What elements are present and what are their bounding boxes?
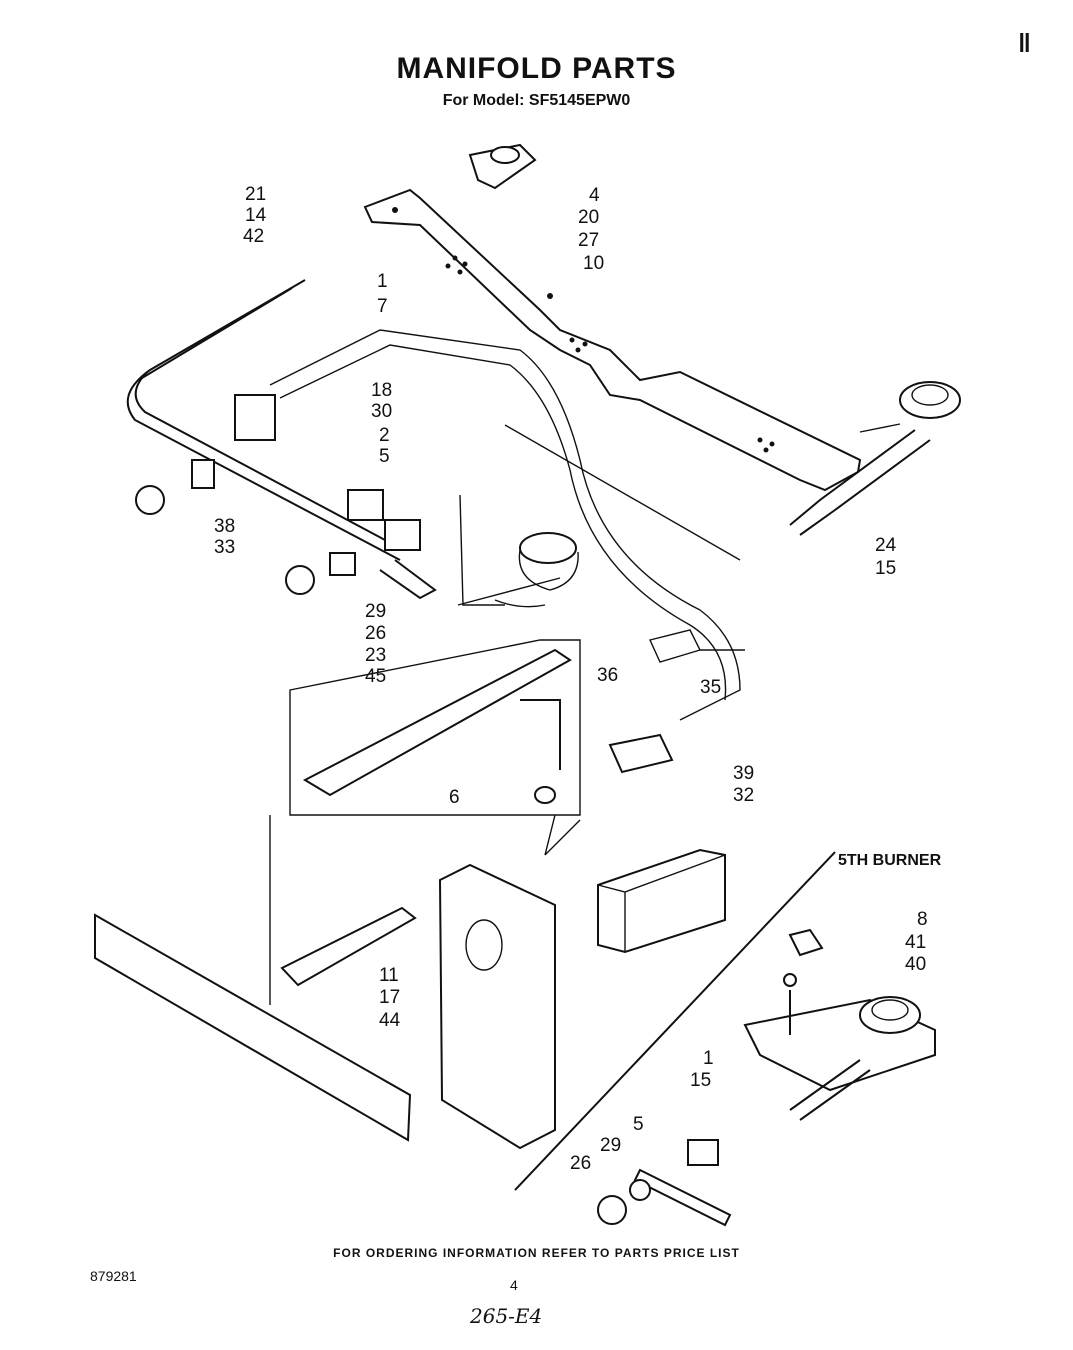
manifold-bracket: [363, 188, 862, 492]
callout-29-upper: 29: [365, 601, 387, 622]
callout-6: 6: [449, 787, 460, 808]
callout-4: 4: [589, 185, 600, 206]
manifold-pipe: [126, 279, 401, 561]
callout-1-lower: 1: [703, 1048, 714, 1069]
callout-40: 40: [905, 954, 927, 975]
right-burner: [789, 381, 961, 536]
callout-33: 33: [214, 537, 236, 558]
callout-39: 39: [733, 763, 755, 784]
callout-14: 14: [245, 205, 267, 226]
bottom-panel-44: [94, 913, 412, 1142]
callout-1-upper: 1: [377, 271, 388, 292]
slide-bracket-17: [280, 906, 417, 987]
ordering-note: FOR ORDERING INFORMATION REFER TO PARTS …: [333, 1246, 740, 1260]
callout-17: 17: [379, 987, 401, 1008]
burner-box-outline: [289, 639, 581, 816]
burner-23: [494, 532, 579, 608]
callout-44: 44: [379, 1010, 401, 1031]
fifth-burner-title: 5TH BURNER: [838, 852, 942, 869]
callout-23: 23: [365, 645, 387, 666]
valve-assembly: [234, 394, 437, 600]
model-subtitle: For Model: SF5145EPW0: [442, 92, 631, 109]
callout-27: 27: [578, 230, 600, 251]
callout-15-lower: 15: [690, 1070, 712, 1091]
tube-lower: [279, 344, 727, 701]
callout-5-lower: 5: [633, 1114, 644, 1135]
page-title: MANIFOLD PARTS: [396, 52, 677, 85]
handwritten-note: 265-E4: [470, 1304, 543, 1328]
box-32: [597, 848, 726, 954]
callout-41: 41: [905, 932, 927, 953]
callout-2: 2: [379, 425, 390, 446]
callout-26-upper: 26: [365, 623, 387, 644]
tube-upper: [269, 329, 741, 721]
callout-15-upper: 15: [875, 558, 897, 579]
burner-tube-45: [302, 648, 572, 797]
page-number: 4: [510, 1277, 518, 1293]
callout-26-lower: 26: [570, 1153, 592, 1174]
callout-45: 45: [365, 666, 387, 687]
callout-38: 38: [214, 516, 236, 537]
callout-36: 36: [597, 665, 619, 686]
callout-5-upper: 5: [379, 446, 390, 467]
fifth-burner-assembly: [597, 928, 936, 1227]
shield-11: [438, 863, 556, 1150]
callout-32: 32: [733, 785, 755, 806]
top-burner-cap: [468, 143, 537, 190]
callout-35: 35: [700, 677, 722, 698]
callout-30: 30: [371, 401, 393, 422]
page-marker: ‖: [1018, 28, 1031, 58]
callout-29-lower: 29: [600, 1135, 622, 1156]
callout-8: 8: [917, 909, 928, 930]
callout-42: 42: [243, 226, 265, 247]
document-number: 879281: [90, 1268, 137, 1284]
callout-24: 24: [875, 535, 897, 556]
section-divider: [514, 851, 836, 1191]
callout-7: 7: [377, 296, 388, 317]
callout-20: 20: [578, 207, 600, 228]
callout-18: 18: [371, 380, 393, 401]
callout-21: 21: [245, 184, 267, 205]
callout-10: 10: [583, 253, 605, 274]
thermostat-39: [608, 629, 745, 774]
orifice-6: [534, 786, 556, 804]
callout-11: 11: [379, 965, 399, 986]
control-knobs: [135, 459, 356, 595]
